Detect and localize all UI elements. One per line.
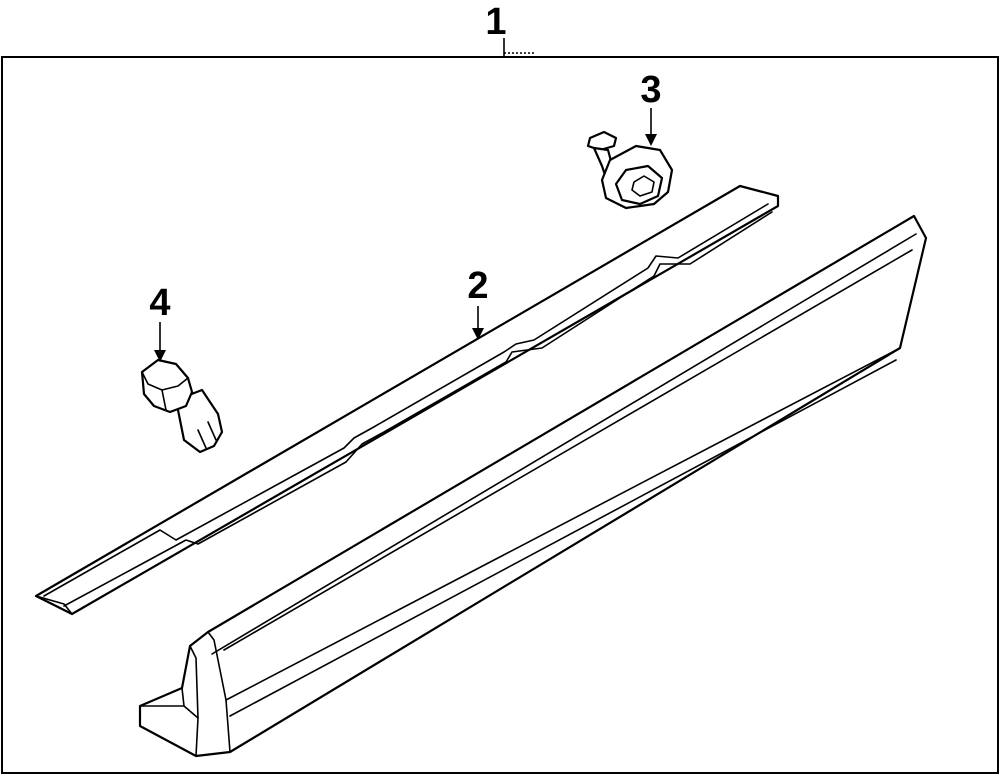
part-2-moulding-strip[interactable] [34, 184, 780, 616]
callout-2-arrowhead [472, 328, 484, 340]
part-1-rocker-moulding[interactable] [138, 214, 928, 758]
assembly-frame [1, 56, 999, 774]
callout-4-arrowhead [154, 350, 166, 362]
callout-3-label[interactable]: 3 [640, 69, 661, 111]
part-3-clip[interactable] [586, 130, 674, 210]
callout-3-arrowhead [645, 134, 657, 146]
callout-2-label[interactable]: 2 [467, 265, 488, 307]
callout-1-label[interactable]: 1 [485, 1, 506, 43]
callout-4-label[interactable]: 4 [149, 282, 170, 324]
part-4-bolt[interactable] [140, 358, 224, 454]
